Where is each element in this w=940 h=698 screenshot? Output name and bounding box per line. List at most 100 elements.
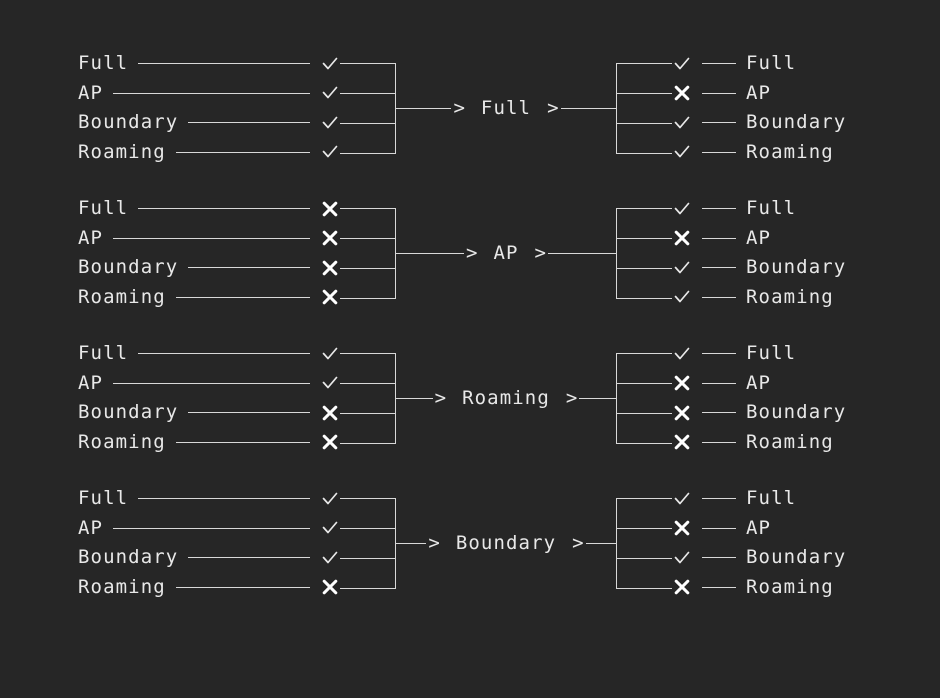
input-state-row: AP <box>78 369 340 398</box>
connector-line <box>188 412 310 414</box>
connector-line <box>138 63 310 64</box>
check-icon <box>672 489 692 509</box>
connector-line <box>113 527 310 529</box>
input-state-row: Roaming <box>78 138 340 167</box>
check-icon <box>672 113 692 133</box>
bracket-stub <box>340 353 396 354</box>
output-state-row: Full <box>672 194 940 223</box>
output-state-row: Full <box>672 484 940 513</box>
bracket-stub <box>616 588 672 589</box>
output-state-row: AP <box>672 224 940 253</box>
check-icon <box>320 142 340 162</box>
check-icon <box>672 54 692 74</box>
output-state-row: Boundary <box>672 108 940 137</box>
bracket-stub <box>340 498 396 499</box>
check-icon <box>320 83 340 103</box>
connector-line <box>702 586 736 588</box>
transition-target-label: Full <box>480 97 532 119</box>
input-state-label: Boundary <box>78 256 179 279</box>
cross-icon <box>672 83 692 103</box>
arrow-stem-in <box>396 397 433 399</box>
bracket-stub <box>616 413 672 414</box>
connector-line <box>113 237 310 239</box>
connector-line <box>138 353 310 354</box>
output-state-label: Boundary <box>746 256 847 279</box>
bracket-stub <box>616 208 672 209</box>
transition-node: >Full> <box>396 49 616 167</box>
output-state-label: Roaming <box>746 140 834 163</box>
check-icon <box>672 287 692 307</box>
arrow-stem-out <box>548 252 617 254</box>
input-state-label: AP <box>78 371 104 394</box>
connector-line <box>702 441 736 443</box>
input-state-label: Boundary <box>78 111 179 134</box>
input-state-row: Roaming <box>78 573 340 602</box>
transition-node: >Roaming> <box>396 339 616 457</box>
connector-line <box>702 557 736 559</box>
input-state-row: Boundary <box>78 253 340 282</box>
connector-line <box>702 412 736 414</box>
bracket-right <box>616 484 672 602</box>
bracket-stub <box>616 63 672 64</box>
arrow-head-icon: > <box>534 241 546 264</box>
connector-line <box>702 237 736 239</box>
check-icon <box>320 113 340 133</box>
connector-line <box>188 267 310 269</box>
output-state-row: Boundary <box>672 543 940 572</box>
cross-icon <box>320 199 340 219</box>
bracket-spine <box>616 63 617 153</box>
arrow-head-icon: > <box>434 386 447 409</box>
cross-icon <box>320 228 340 248</box>
bracket-stub <box>616 298 672 299</box>
connector-line <box>702 267 736 269</box>
connector-line <box>702 63 736 64</box>
bracket-stub <box>340 238 396 239</box>
bracket-left <box>340 339 396 457</box>
connector-line <box>175 296 310 298</box>
output-state-label: Roaming <box>746 575 834 598</box>
connector-line <box>702 122 736 124</box>
check-icon <box>320 489 340 509</box>
arrow-stem-out <box>560 107 616 109</box>
cross-icon <box>320 577 340 597</box>
connector-line <box>702 382 736 384</box>
input-state-label: Boundary <box>78 546 179 569</box>
bracket-spine <box>616 353 617 443</box>
arrow-head-icon: > <box>572 531 584 554</box>
cross-icon <box>672 403 692 423</box>
bracket-stub <box>616 93 672 94</box>
input-state-label: AP <box>78 516 104 539</box>
bracket-left <box>340 484 396 602</box>
cross-icon <box>672 577 692 597</box>
output-state-label: Full <box>746 52 797 74</box>
bracket-stub <box>616 558 672 559</box>
input-state-row: Full <box>78 339 340 368</box>
cross-icon <box>672 518 692 538</box>
arrow-head-icon: > <box>565 386 578 409</box>
connector-line <box>702 151 736 153</box>
cross-icon <box>672 432 692 452</box>
output-state-row: Roaming <box>672 283 940 312</box>
bracket-spine <box>395 498 396 588</box>
check-icon <box>672 548 692 568</box>
output-state-label: Full <box>746 342 797 364</box>
bracket-stub <box>616 268 672 269</box>
output-state-label: Boundary <box>746 111 847 134</box>
transition-target-label: Boundary <box>455 532 557 554</box>
connector-line <box>175 586 310 588</box>
check-icon <box>320 373 340 393</box>
connector-line <box>138 208 310 209</box>
output-state-label: Roaming <box>746 285 834 308</box>
arrow-stem-out <box>585 542 616 544</box>
arrow-stem-in <box>396 107 452 109</box>
connector-line <box>702 208 736 209</box>
